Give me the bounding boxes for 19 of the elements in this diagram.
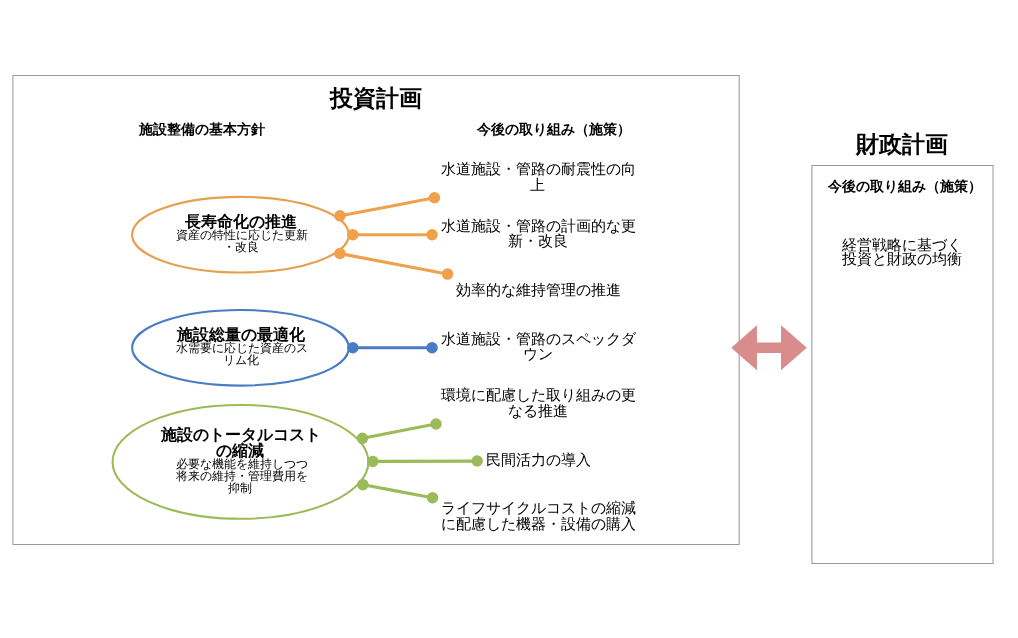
node-text: 水道施設・管路の耐震性の向上	[440, 159, 636, 193]
connector	[347, 341, 438, 354]
node-text: ライフサイクルコストの縮減に配慮した機器・設備の購入	[440, 498, 636, 532]
connector	[367, 454, 483, 467]
node-ellipse: 長寿命化の推進 資産の特性に応じた更新・改良	[131, 195, 350, 274]
connector	[347, 228, 438, 240]
node-text: 水道施設・管路の計画的な更新・改良	[440, 216, 636, 249]
node-label: 財政計画	[856, 130, 949, 157]
connector	[334, 247, 454, 280]
node-box: 今後の取り組み（施策） 経営戦略に基づく投資と財政の均衡	[811, 164, 994, 564]
connector	[356, 417, 442, 444]
node-text: 環境に配慮した取り組みの更なる推進	[440, 385, 636, 419]
node-text: 民間活力の導入	[485, 450, 591, 468]
arrow	[731, 324, 807, 370]
node-text: 効率的な維持管理の推進	[455, 280, 621, 298]
node-text: 水道施設・管路のスペックダウン	[440, 329, 636, 362]
connector	[357, 478, 439, 503]
node-ellipse: 施設総量の最適化 水需要に応じた資産のスリム化	[131, 308, 350, 387]
connector	[334, 191, 441, 222]
